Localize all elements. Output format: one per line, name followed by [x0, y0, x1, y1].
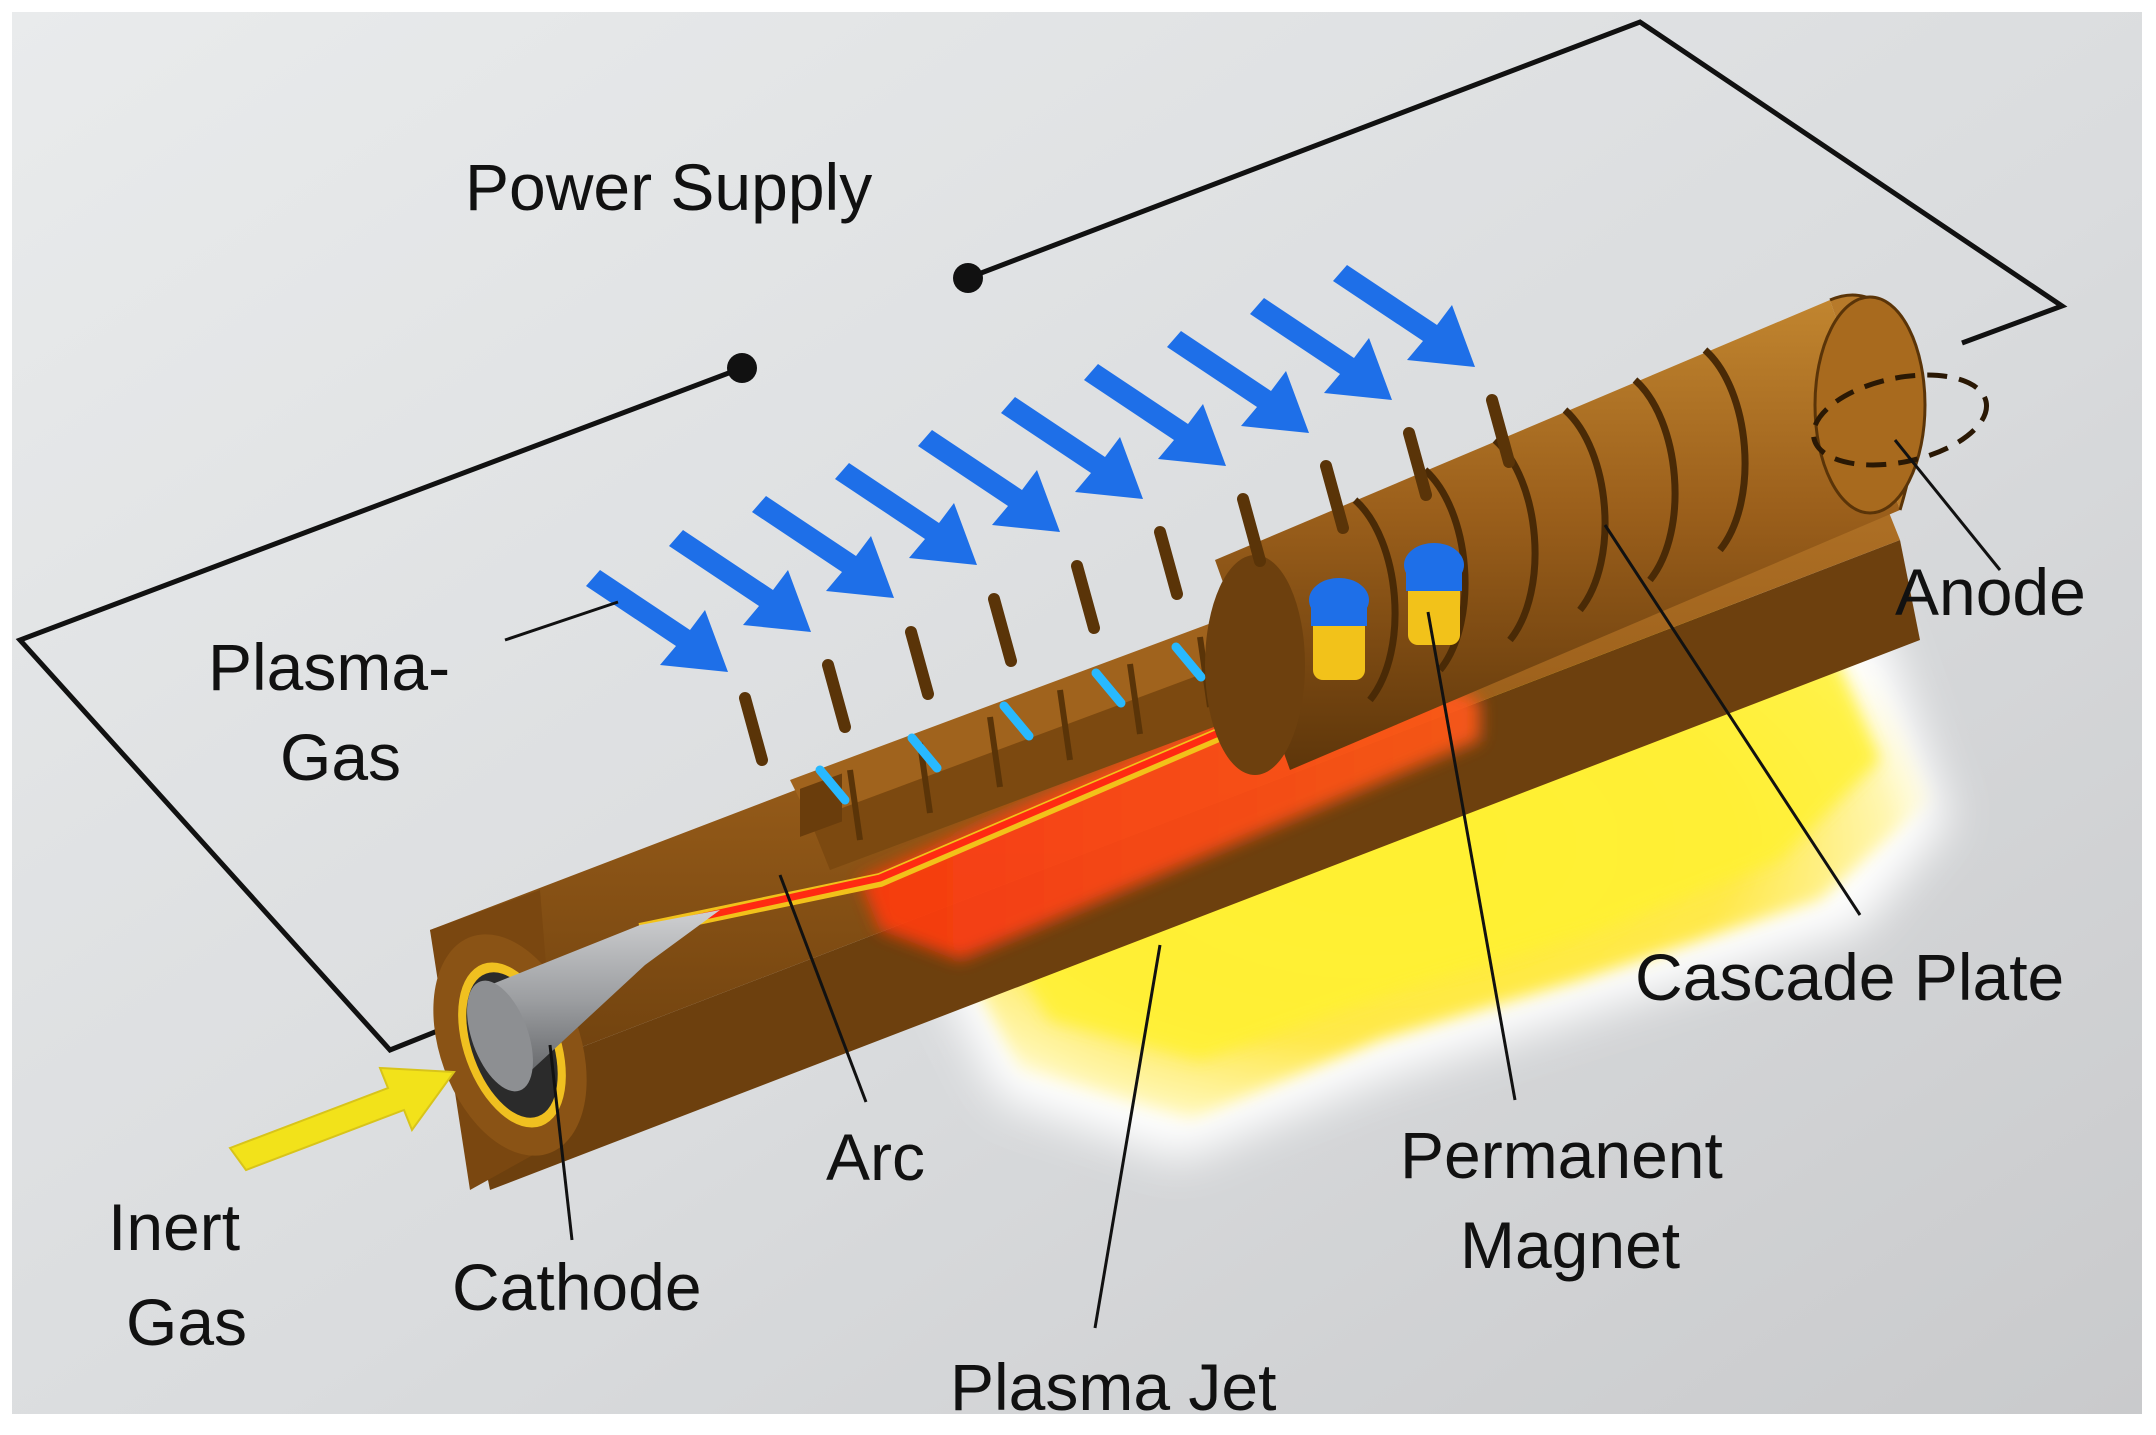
label-arc: Arc [826, 1120, 925, 1194]
label-cascade-plate: Cascade Plate [1635, 940, 2064, 1014]
inert-gas-arrow [228, 1066, 456, 1172]
label-inert-gas-line1: Inert [108, 1190, 240, 1264]
label-permanent-magnet-line2: Magnet [1460, 1208, 1680, 1282]
anode-cylinder [1205, 293, 1990, 775]
anode-marker [1810, 372, 1990, 468]
label-inert-gas-line2: Gas [126, 1285, 247, 1359]
label-plasma-jet: Plasma Jet [950, 1350, 1276, 1424]
leader-plasma-gas [504, 600, 619, 642]
leader-anode [1893, 439, 2002, 571]
label-permanent-magnet-line1: Permanent [1400, 1118, 1723, 1192]
leader-cascade-plate [1603, 524, 1862, 916]
terminal-dot-right [953, 263, 983, 293]
leader-plasma-jet [1093, 944, 1162, 1329]
permanent-magnets [1309, 543, 1464, 680]
label-power-supply: Power Supply [465, 150, 872, 224]
label-plasma-gas-line2: Gas [280, 720, 401, 794]
label-anode: Anode [1895, 555, 2086, 629]
arc [638, 693, 1303, 937]
cathode [467, 910, 720, 1092]
leader-permanent-magnet [1426, 611, 1517, 1101]
terminal-dot-left [727, 353, 757, 383]
leader-arc [778, 874, 868, 1103]
anode-wire [967, 19, 2068, 346]
label-plasma-gas-line1: Plasma- [208, 630, 450, 704]
leader-cathode [548, 1044, 574, 1241]
label-cathode: Cathode [452, 1250, 702, 1324]
gas-inlet-tubes [739, 394, 1515, 766]
leader-lines [504, 439, 2002, 1329]
plasma-gas-arrows [586, 265, 1475, 672]
